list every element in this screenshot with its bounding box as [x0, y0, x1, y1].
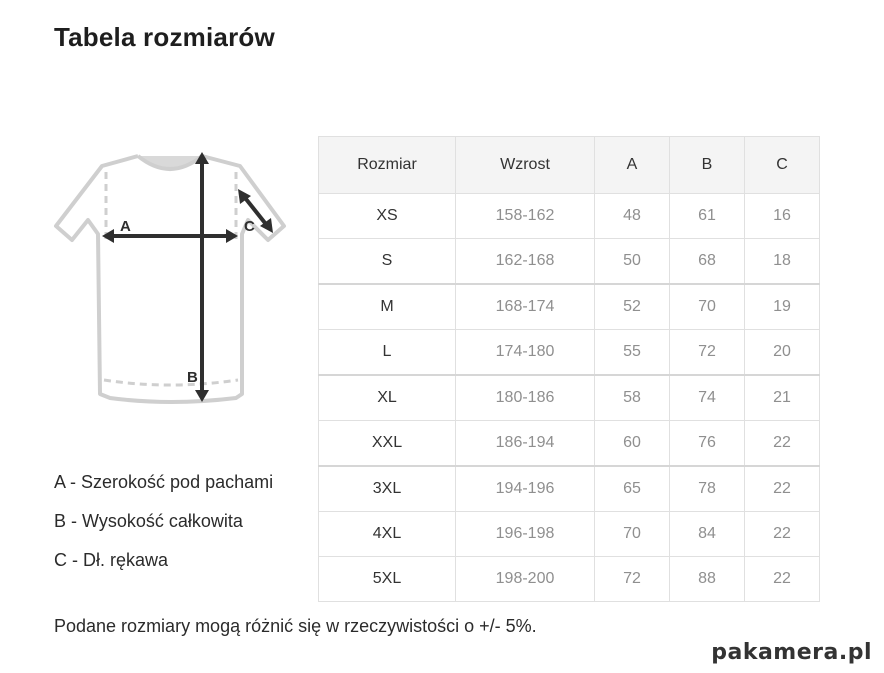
- table-row: L 174-180 55 72 20: [318, 329, 820, 376]
- cell-c: 22: [744, 465, 820, 512]
- header-b: B: [669, 136, 745, 194]
- header-wzrost: Wzrost: [455, 136, 595, 194]
- cell-a: 48: [594, 193, 670, 239]
- legend-item-a: A - Szerokość pod pachami: [54, 472, 274, 492]
- table-header-row: Rozmiar Wzrost A B C: [318, 136, 820, 194]
- table-row: 5XL 198-200 72 88 22: [318, 556, 820, 602]
- cell-c: 22: [744, 420, 820, 467]
- cell-c: 20: [744, 329, 820, 376]
- cell-b: 72: [669, 329, 745, 376]
- cell-wzrost: 168-174: [455, 283, 595, 330]
- cell-c: 22: [744, 511, 820, 557]
- cell-b: 74: [669, 374, 745, 421]
- pakamera-logo: pakamera.pl: [711, 640, 872, 665]
- cell-b: 84: [669, 511, 745, 557]
- cell-c: 22: [744, 556, 820, 602]
- table-row: 3XL 194-196 65 78 22: [318, 465, 820, 512]
- cell-rozmiar: L: [318, 329, 456, 376]
- header-a: A: [594, 136, 670, 194]
- cell-b: 76: [669, 420, 745, 467]
- diagram-label-b: B: [187, 369, 198, 386]
- legend-item-c: C - Dł. rękawa: [54, 550, 169, 570]
- tshirt-measurement-icon: A B C: [50, 148, 290, 408]
- cell-rozmiar: 5XL: [318, 556, 456, 602]
- cell-a: 70: [594, 511, 670, 557]
- table-row: S 162-168 50 68 18: [318, 238, 820, 285]
- cell-rozmiar: 3XL: [318, 465, 456, 512]
- cell-a: 52: [594, 283, 670, 330]
- table-row: XS 158-162 48 61 16: [318, 193, 820, 239]
- cell-rozmiar: XL: [318, 374, 456, 421]
- cell-a: 50: [594, 238, 670, 285]
- cell-wzrost: 158-162: [455, 193, 595, 239]
- cell-rozmiar: M: [318, 283, 456, 330]
- table-row: XXL 186-194 60 76 22: [318, 420, 820, 467]
- cell-a: 55: [594, 329, 670, 376]
- cell-rozmiar: S: [318, 238, 456, 285]
- size-tolerance-note: Podane rozmiary mogą różnić się w rzeczy…: [54, 616, 537, 636]
- cell-a: 72: [594, 556, 670, 602]
- cell-rozmiar: XS: [318, 193, 456, 239]
- size-table: Rozmiar Wzrost A B C XS 158-162 48 61 16…: [318, 136, 820, 602]
- cell-rozmiar: XXL: [318, 420, 456, 467]
- cell-wzrost: 194-196: [455, 465, 595, 512]
- legend-item-b: B - Wysokość całkowita: [54, 511, 243, 531]
- cell-wzrost: 174-180: [455, 329, 595, 376]
- cell-c: 16: [744, 193, 820, 239]
- cell-b: 70: [669, 283, 745, 330]
- table-row: XL 180-186 58 74 21: [318, 374, 820, 421]
- diagram-label-c: C: [244, 218, 255, 235]
- header-rozmiar: Rozmiar: [318, 136, 456, 194]
- cell-c: 18: [744, 238, 820, 285]
- cell-wzrost: 198-200: [455, 556, 595, 602]
- cell-c: 19: [744, 283, 820, 330]
- cell-a: 60: [594, 420, 670, 467]
- diagram-label-a: A: [120, 218, 131, 235]
- cell-rozmiar: 4XL: [318, 511, 456, 557]
- cell-a: 58: [594, 374, 670, 421]
- header-c: C: [744, 136, 820, 194]
- page-title: Tabela rozmiarów: [54, 22, 275, 52]
- cell-wzrost: 186-194: [455, 420, 595, 467]
- cell-b: 78: [669, 465, 745, 512]
- cell-b: 61: [669, 193, 745, 239]
- cell-b: 88: [669, 556, 745, 602]
- cell-wzrost: 196-198: [455, 511, 595, 557]
- cell-wzrost: 180-186: [455, 374, 595, 421]
- table-row: 4XL 196-198 70 84 22: [318, 511, 820, 557]
- cell-wzrost: 162-168: [455, 238, 595, 285]
- table-row: M 168-174 52 70 19: [318, 283, 820, 330]
- cell-c: 21: [744, 374, 820, 421]
- cell-a: 65: [594, 465, 670, 512]
- cell-b: 68: [669, 238, 745, 285]
- measurement-legend: A - Szerokość pod pachami B - Wysokość c…: [54, 472, 294, 589]
